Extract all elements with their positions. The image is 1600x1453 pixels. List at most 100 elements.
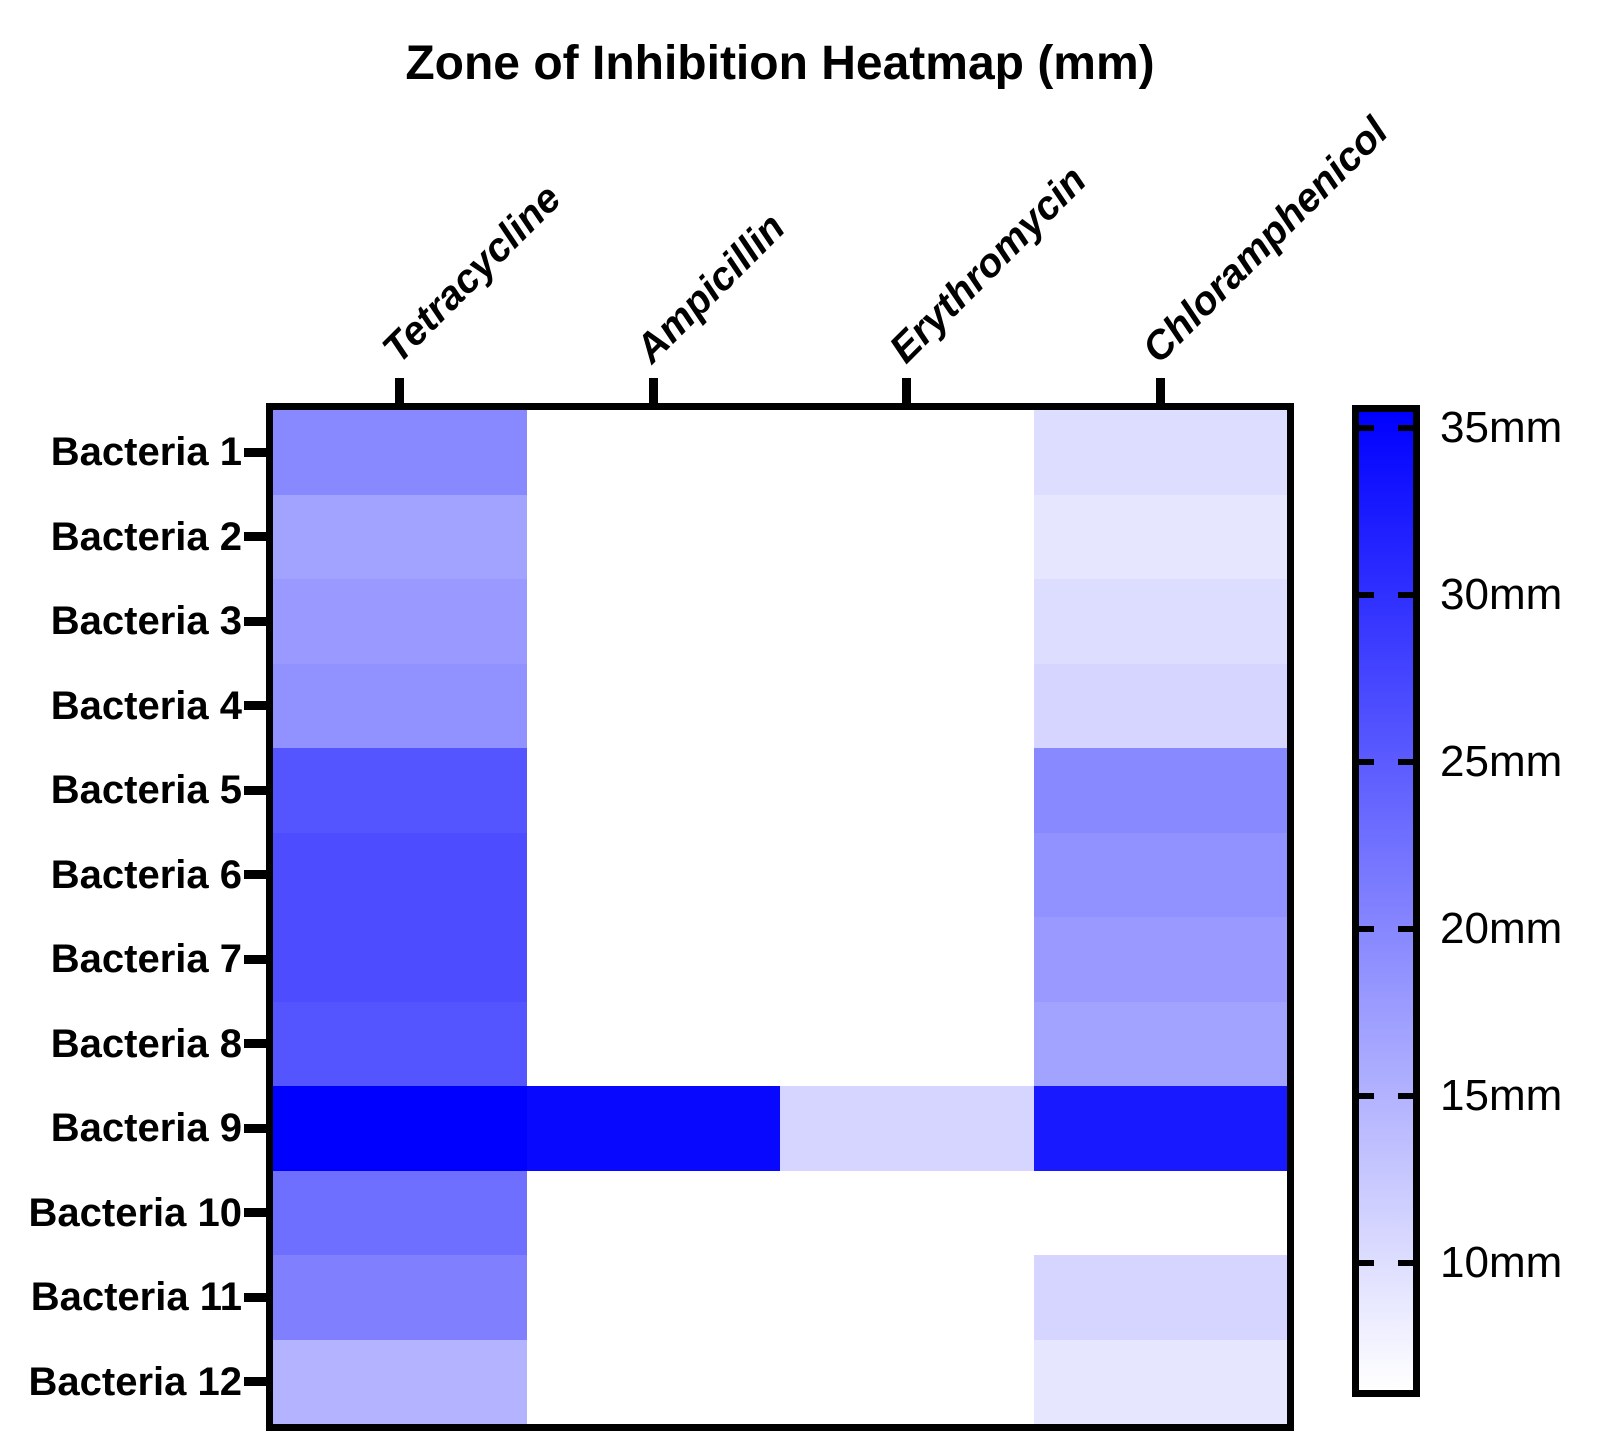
row-label: Bacteria 3: [50, 599, 242, 644]
column-label: Erythromycin: [881, 157, 1095, 372]
heatmap-cell: [526, 1086, 780, 1171]
row-label: Bacteria 5: [50, 768, 242, 813]
colorbar-tick: [1398, 1093, 1413, 1099]
column-label: Ampicillin: [627, 205, 794, 372]
row-label: Bacteria 7: [50, 937, 242, 982]
heatmap-cell: [1033, 1086, 1287, 1171]
colorbar-label: 25mm: [1440, 737, 1563, 786]
heatmap-cell: [780, 410, 1034, 495]
y-axis-tick: [244, 785, 266, 795]
column-label: Chloramphenicol: [1134, 109, 1397, 372]
heatmap-cell: [526, 748, 780, 833]
heatmap-cell: [1033, 1170, 1287, 1255]
heatmap-cell: [1033, 1339, 1287, 1424]
heatmap-cell: [526, 494, 780, 579]
heatmap-cell: [273, 1086, 527, 1171]
y-axis-tick: [244, 1377, 266, 1387]
column-label: Tetracycline: [374, 176, 570, 372]
heatmap-cell: [780, 832, 1034, 917]
colorbar-tick: [1359, 926, 1374, 932]
heatmap-cell: [780, 494, 1034, 579]
colorbar-tick: [1398, 592, 1413, 598]
row-label: Bacteria 11: [30, 1275, 242, 1320]
heatmap-cell: [1033, 1255, 1287, 1340]
colorbar-tick: [1398, 759, 1413, 765]
heatmap-cell: [780, 1001, 1034, 1086]
colorbar-tick: [1359, 1260, 1374, 1266]
x-axis-tick: [648, 378, 658, 403]
heatmap-plot-area: [266, 403, 1294, 1431]
heatmap-cell: [273, 1339, 527, 1424]
y-axis-tick: [244, 1123, 266, 1133]
y-axis-tick: [244, 1208, 266, 1218]
heatmap-cell: [780, 1086, 1034, 1171]
row-label: Bacteria 4: [50, 683, 242, 728]
heatmap-cell: [273, 748, 527, 833]
y-axis-tick: [244, 1292, 266, 1302]
heatmap-cell: [526, 1339, 780, 1424]
colorbar-label: 10mm: [1440, 1238, 1563, 1287]
heatmap-cell: [273, 832, 527, 917]
heatmap-cell: [526, 1001, 780, 1086]
colorbar: [1352, 405, 1420, 1397]
heatmap-cell: [526, 663, 780, 748]
heatmap-cell: [273, 917, 527, 1002]
colorbar-tick: [1359, 759, 1374, 765]
heatmap-cell: [1033, 663, 1287, 748]
colorbar-tick: [1398, 425, 1413, 431]
colorbar-tick: [1359, 1093, 1374, 1099]
row-label: Bacteria 12: [28, 1359, 242, 1404]
heatmap-cell: [780, 748, 1034, 833]
heatmap-cell: [780, 579, 1034, 664]
heatmap-cell: [780, 917, 1034, 1002]
colorbar-tick: [1398, 1260, 1413, 1266]
heatmap-cell: [526, 917, 780, 1002]
chart-title: Zone of Inhibition Heatmap (mm): [405, 37, 1155, 90]
heatmap-cell: [526, 1255, 780, 1340]
x-axis-tick: [395, 378, 405, 403]
colorbar-tick: [1398, 926, 1413, 932]
heatmap-cell: [526, 832, 780, 917]
heatmap-cell: [273, 1001, 527, 1086]
heatmap-cell: [1033, 748, 1287, 833]
heatmap-cell: [1033, 494, 1287, 579]
heatmap-cell: [780, 1255, 1034, 1340]
heatmap-cell: [526, 579, 780, 664]
heatmap-cell: [273, 494, 527, 579]
row-label: Bacteria 8: [50, 1021, 242, 1066]
y-axis-tick: [244, 701, 266, 711]
row-label: Bacteria 9: [50, 1106, 242, 1151]
heatmap-cell: [1033, 832, 1287, 917]
y-axis-tick: [244, 447, 266, 457]
colorbar-tick: [1359, 425, 1374, 431]
heatmap-cell: [1033, 917, 1287, 1002]
heatmap-cell: [526, 1170, 780, 1255]
y-axis-tick: [244, 532, 266, 542]
colorbar-label: 30mm: [1440, 570, 1563, 619]
colorbar-tick: [1359, 592, 1374, 598]
row-label: Bacteria 1: [50, 430, 242, 475]
heatmap-cell: [273, 1170, 527, 1255]
y-axis-tick: [244, 954, 266, 964]
y-axis-tick: [244, 616, 266, 626]
row-label: Bacteria 6: [50, 852, 242, 897]
colorbar-label: 20mm: [1440, 904, 1563, 953]
colorbar-label: 35mm: [1440, 403, 1563, 452]
y-axis-tick: [244, 1039, 266, 1049]
row-label: Bacteria 10: [28, 1190, 242, 1235]
y-axis-tick: [244, 870, 266, 880]
heatmap-cell: [273, 663, 527, 748]
x-axis-tick: [902, 378, 912, 403]
x-axis-tick: [1155, 378, 1165, 403]
heatmap-cell: [1033, 579, 1287, 664]
heatmap-cell: [273, 579, 527, 664]
heatmap-cell: [1033, 1001, 1287, 1086]
heatmap-cell: [526, 410, 780, 495]
heatmap-cell: [273, 1255, 527, 1340]
heatmap-cell: [1033, 410, 1287, 495]
row-label: Bacteria 2: [50, 514, 242, 559]
heatmap-cell: [273, 410, 527, 495]
heatmap-cell: [780, 1339, 1034, 1424]
colorbar-label: 15mm: [1440, 1071, 1563, 1120]
